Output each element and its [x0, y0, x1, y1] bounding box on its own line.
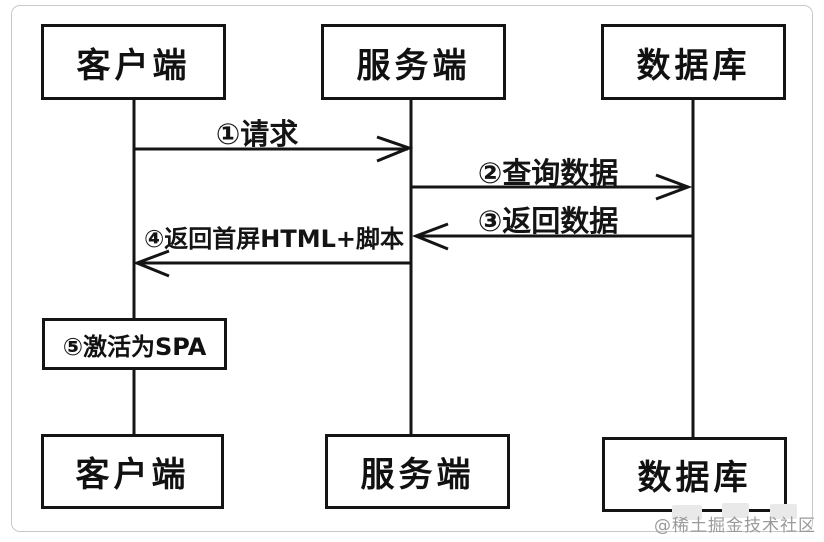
actor-box-database-top: 数据库 — [601, 24, 786, 100]
actor-label-server-bottom: 服务端 — [360, 455, 475, 495]
actor-box-database-bottom: 数据库 — [602, 437, 787, 512]
watermark-blur-patch — [722, 503, 749, 518]
actor-box-client-top: 客户端 — [41, 24, 226, 100]
arrowhead-left-3 — [411, 222, 449, 251]
watermark-blur-patch — [672, 505, 702, 520]
diagram-border — [11, 5, 813, 532]
arrowhead-right-1 — [376, 135, 414, 163]
message-label-1: ①请求 — [215, 117, 299, 151]
actor-box-client-bottom: 客户端 — [41, 434, 224, 509]
message-label-4: ④返回首屏HTML+脚本 — [143, 225, 405, 253]
actor-label-client-bottom: 客户端 — [75, 455, 190, 495]
watermark: @稀土掘金技术社区 — [654, 516, 816, 536]
actor-label-server-top: 服务端 — [356, 45, 471, 86]
message-label-3: ③返回数据 — [477, 204, 619, 238]
arrowhead-right-2 — [655, 173, 693, 201]
actor-label-client-top: 客户端 — [76, 45, 191, 86]
step-box-label: ⑤激活为SPA — [62, 332, 207, 361]
arrowhead-left-4 — [132, 249, 170, 278]
actor-label-database-bottom: 数据库 — [637, 458, 752, 498]
actor-box-server-bottom: 服务端 — [325, 434, 510, 509]
actor-label-database-top: 数据库 — [636, 45, 751, 86]
message-label-2: ②查询数据 — [477, 156, 619, 190]
watermark-blur-patch — [770, 504, 797, 519]
step-box-activate-spa: ⑤激活为SPA — [42, 318, 227, 370]
actor-box-server-top: 服务端 — [321, 24, 506, 100]
